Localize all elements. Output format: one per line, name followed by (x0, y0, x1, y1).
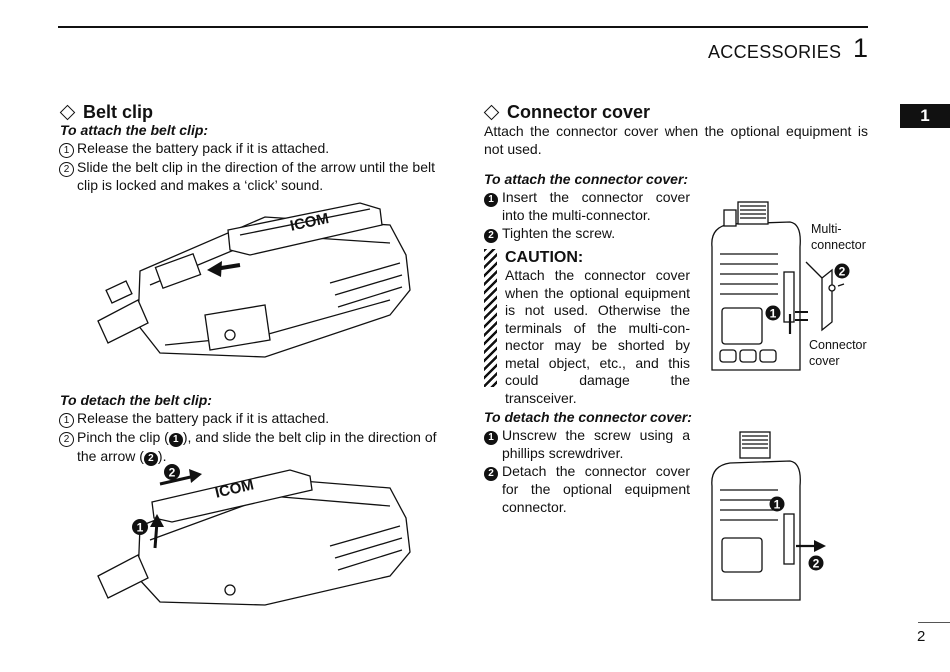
belt-clip-attach-figure: ICOM (97, 202, 411, 358)
belt-clip-title: Belt clip (83, 102, 154, 122)
header-rule (58, 26, 868, 28)
connector-cover-part-figure: 2 1 (765, 261, 850, 332)
step-text: Detach the connector cover for the optio… (502, 463, 690, 515)
connector-cover-attach-figure (711, 201, 808, 371)
detach-connector-cover-steps: 1 Unscrew the screw using a phillips scr… (484, 426, 690, 516)
step-text: Slide the belt clip in the direction of … (77, 159, 435, 193)
chapter-number: 1 (853, 33, 869, 63)
connector-cover-detach-figure: 1 2 (711, 431, 826, 601)
step-number: 2 (59, 432, 74, 447)
section-header-title: ACCESSORIES (708, 42, 842, 62)
chapter-tab: 1 (900, 104, 950, 128)
detach-belt-clip-steps: 1 Release the battery pack if it is atta… (59, 409, 447, 466)
step-text: Insert the connector cover into the mult… (502, 189, 690, 223)
detach-belt-clip-subtitle: To detach the belt clip: (60, 392, 212, 408)
list-item: 1 Release the battery pack if it is atta… (59, 139, 447, 158)
callout-ref-2: 2 (143, 452, 158, 466)
step-number: 1 (59, 413, 74, 428)
attach-connector-cover-subtitle: To attach the connector cover: (484, 171, 689, 187)
list-item: 2 Detach the connector cover for the opt… (484, 462, 690, 516)
step-number: 2 (484, 467, 498, 481)
detach-connector-cover-subtitle: To detach the connector cover: (484, 409, 692, 425)
svg-text:1: 1 (137, 521, 144, 535)
caution-text: Attach the connector cover when the opti… (505, 267, 690, 406)
diamond-icon (59, 104, 76, 121)
list-item: 1 Insert the connector cover into the mu… (484, 188, 690, 224)
diamond-icon (483, 104, 500, 121)
list-item: 1 Release the battery pack if it is atta… (59, 409, 447, 428)
callout-2 (834, 263, 850, 279)
callout-1 (765, 305, 781, 321)
callout-2 (808, 555, 824, 571)
step-number: 1 (484, 193, 498, 207)
step-text: Release the battery pack if it is attach… (77, 140, 330, 156)
attach-belt-clip-steps: 1 Release the battery pack if it is atta… (59, 139, 447, 194)
svg-text:1: 1 (774, 498, 781, 512)
connector-cover-heading: Connector cover (483, 102, 651, 123)
svg-text:2: 2 (839, 265, 846, 279)
svg-text:2: 2 (813, 557, 820, 571)
step-number: 1 (59, 143, 74, 158)
callout-1 (132, 519, 148, 535)
list-item: 2 Tighten the screw. (484, 224, 690, 243)
step-number: 2 (59, 162, 74, 177)
list-item: 2 Slide the belt clip in the direction o… (59, 158, 447, 194)
caution-title: CAUTION: (505, 249, 584, 266)
step-number: 1 (484, 431, 498, 445)
belt-clip-detach-figure: ICOM 2 1 (97, 464, 411, 606)
list-item: 2 Pinch the clip (1), and slide the belt… (59, 428, 447, 466)
list-item: 1 Unscrew the screw using a phillips scr… (484, 426, 690, 462)
caution-hatch-bar (484, 249, 497, 387)
multi-connector-label: Multi-connector (811, 222, 866, 252)
attach-connector-cover-steps: 1 Insert the connector cover into the mu… (484, 188, 690, 243)
svg-text:2: 2 (169, 466, 176, 480)
svg-text:1: 1 (770, 307, 777, 321)
page-number: 2 (917, 628, 926, 645)
connector-cover-title: Connector cover (507, 102, 651, 122)
step-text: Unscrew the screw using a phillips screw… (502, 427, 690, 461)
step-number: 2 (484, 229, 498, 243)
step-text: Pinch the clip (1), and slide the belt c… (77, 429, 437, 466)
callout-2 (164, 464, 180, 480)
belt-clip-heading: Belt clip (59, 102, 154, 123)
callout-ref-1: 1 (168, 433, 183, 447)
attach-belt-clip-subtitle: To attach the belt clip: (60, 122, 209, 138)
step-text: Tighten the screw. (502, 225, 616, 241)
footer-rule (918, 622, 950, 623)
callout-1 (769, 496, 785, 512)
step-text: Release the battery pack if it is attach… (77, 410, 330, 426)
connector-cover-label: Connector cover (809, 338, 867, 368)
connector-cover-intro: Attach the connector cover when the opti… (484, 123, 868, 157)
